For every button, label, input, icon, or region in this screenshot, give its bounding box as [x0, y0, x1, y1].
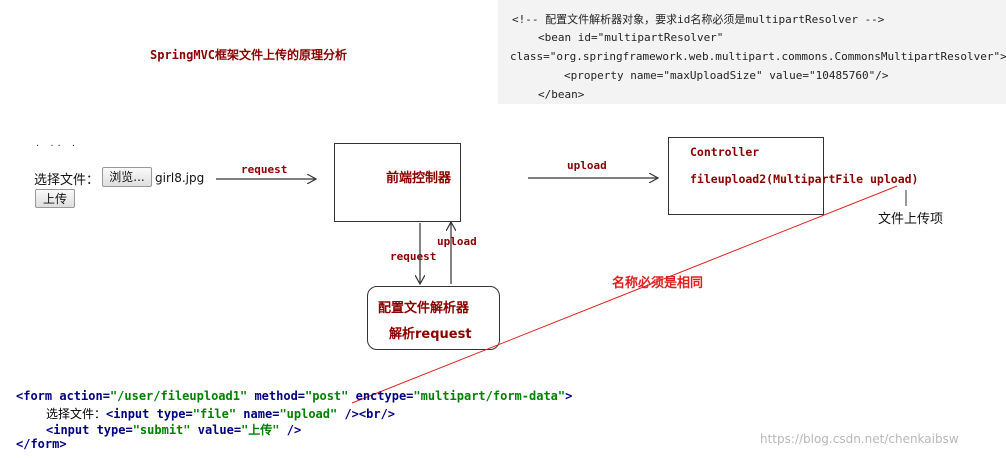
watermark: https://blog.csdn.net/chenkaibsw [760, 432, 959, 446]
file-item-label: 文件上传项 [878, 212, 944, 227]
same-name-link [351, 185, 898, 404]
controller-box [668, 137, 824, 215]
xml-property: <property name="maxUploadSize" value="10… [564, 69, 889, 82]
form-preview-dots: . .. . [36, 138, 80, 149]
down-request-label: request [390, 250, 437, 263]
front-controller-label: 前端控制器 [386, 171, 452, 186]
xml-bean-class: class="org.springframework.web.multipart… [510, 50, 1006, 63]
choose-file-label: 选择文件： [34, 173, 100, 188]
selected-file-name: girl8.jpg [155, 171, 205, 185]
front-controller-box [334, 143, 461, 222]
xml-bean-close: </bean> [538, 88, 585, 101]
xml-config-panel: <!-- 配置文件解析器对象，要求id名称必须是multipartResolve… [498, 0, 1006, 104]
resolver-subtitle: 解析request [389, 327, 472, 342]
up-upload-label: upload [437, 235, 477, 248]
page-title: SpringMVC框架文件上传的原理分析 [150, 48, 348, 62]
code-line-form: <form action="/user/fileupload1" method=… [16, 389, 573, 403]
controller-title: Controller [690, 145, 760, 159]
code-line-file-input: 选择文件：<input type="file" name="upload" />… [46, 407, 396, 421]
same-name-note: 名称必须是相同 [612, 276, 704, 291]
arrow-upload-label: upload [567, 159, 607, 172]
controller-method: fileupload2(MultipartFile upload) [690, 172, 919, 186]
arrow-request-label: request [241, 163, 288, 176]
code-line-form-close: </form> [16, 437, 67, 451]
xml-comment: <!-- 配置文件解析器对象，要求id名称必须是multipartResolve… [512, 13, 885, 26]
resolver-box [367, 286, 500, 350]
browse-button[interactable]: 浏览... [102, 167, 152, 187]
code-line-submit-input: <input type="submit" value="上传" /> [46, 423, 302, 437]
upload-button[interactable]: 上传 [35, 189, 75, 208]
resolver-title: 配置文件解析器 [378, 301, 470, 316]
xml-bean-open: <bean id="multipartResolver" [538, 31, 724, 44]
